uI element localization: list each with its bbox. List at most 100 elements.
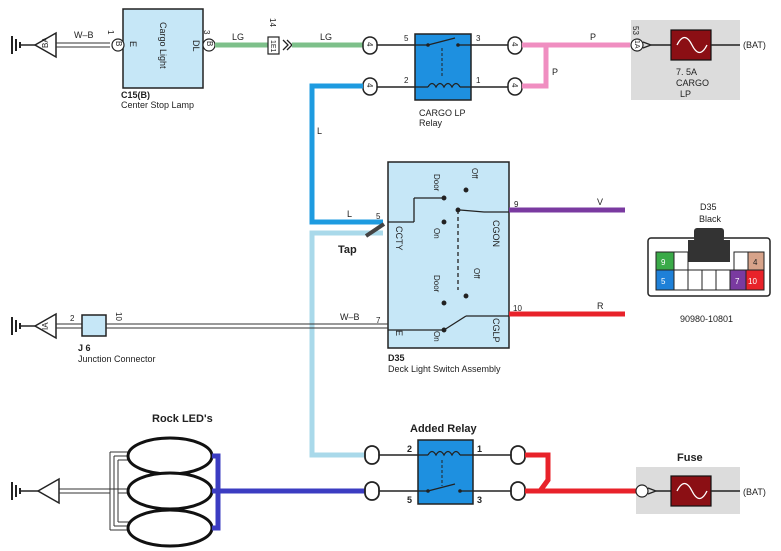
wire-wb-top-label: W–B xyxy=(74,30,94,40)
deck-pin10: 10 xyxy=(513,304,522,313)
cargo-relay-pin2: 2 xyxy=(404,76,409,85)
svg-text:4: 4 xyxy=(510,42,519,47)
added-relay-conn-right-top xyxy=(510,445,526,465)
svg-text:4: 4 xyxy=(365,42,374,47)
connector-1e1-code: 1E1 xyxy=(269,40,276,53)
cargo-fuse-rating: 7. 5A xyxy=(676,67,697,77)
svg-text:4: 4 xyxy=(365,83,374,88)
connector-4-mid-left: 4 xyxy=(362,77,378,96)
cargo-relay-pin1: 1 xyxy=(476,76,481,85)
deck-door-top: Door xyxy=(432,174,441,192)
ground-ia-label: IA xyxy=(41,322,50,330)
fuse-pin-conn: 1A xyxy=(633,40,640,49)
deck-ccty-label: CCTY xyxy=(394,226,404,251)
deck-cgon-label: CGON xyxy=(491,220,501,247)
ground-rock-icon xyxy=(11,477,60,505)
wire-lg-right-label: LG xyxy=(320,32,332,42)
added-relay-title: Added Relay xyxy=(410,423,478,435)
tap-label: Tap xyxy=(338,244,357,256)
deck-cglp-label: CGLP xyxy=(491,318,501,343)
junction-pin10: 10 xyxy=(114,312,123,321)
added-relay xyxy=(417,439,474,505)
deck-pin9: 9 xyxy=(514,200,519,209)
connector-4-mid-right: 4 xyxy=(507,77,523,96)
fuse-pin: 53 xyxy=(631,26,640,35)
wire-l-horizontal-label: L xyxy=(347,209,352,219)
connector-1e1 xyxy=(267,36,280,55)
rock-led-2 xyxy=(126,471,214,511)
cargo-relay-name: CARGO LP xyxy=(419,108,466,118)
connector-1e1-pin: 14 xyxy=(268,18,277,27)
connector-4-top-right: 4 xyxy=(507,36,523,55)
cargo-relay-pin5: 5 xyxy=(404,34,409,43)
wire-wb-mid-label: W–B xyxy=(340,312,360,322)
ground-ba-icon xyxy=(11,31,57,59)
added-relay-pin3: 3 xyxy=(477,495,482,505)
ground-ba-label: BA xyxy=(41,37,50,48)
rock-leds-title: Rock LED's xyxy=(152,413,213,425)
wire-lg-left-label: LG xyxy=(232,32,244,42)
lamp-name: Center Stop Lamp xyxy=(121,100,194,110)
added-relay-pin2: 2 xyxy=(407,444,412,454)
d35-pin-7: 7 xyxy=(735,277,740,286)
ground-ia-icon xyxy=(11,312,57,340)
d35-pin-5: 5 xyxy=(661,277,666,286)
added-relay-pin1: 1 xyxy=(477,444,482,454)
added-fuse-connector xyxy=(635,484,649,498)
cargo-relay-pin3: 3 xyxy=(476,34,481,43)
deck-off-bottom: Off xyxy=(472,268,481,279)
deck-switch-contacts xyxy=(388,187,509,333)
deck-on-top: On xyxy=(432,228,441,239)
lamp-pin1-conn: B xyxy=(114,41,123,46)
wire-v-label: V xyxy=(597,197,603,207)
fuse-connector-1a xyxy=(630,38,644,52)
deck-on-bottom: On xyxy=(432,331,441,342)
lamp-pin3-conn: B xyxy=(205,41,214,46)
d35-pin-10: 10 xyxy=(748,277,757,286)
cargo-light-label: Cargo Light xyxy=(158,22,168,69)
wire-r-label: R xyxy=(597,301,604,311)
wire-p-top-label: P xyxy=(590,32,596,42)
d35-connector-face xyxy=(647,228,771,297)
connector-4-top-left: 4 xyxy=(362,36,378,55)
added-relay-conn-right-bottom xyxy=(510,481,526,501)
deck-off-top: Off xyxy=(470,168,479,179)
deck-door-bottom: Door xyxy=(432,275,441,293)
svg-text:4: 4 xyxy=(510,83,519,88)
junction-name: Junction Connector xyxy=(78,354,156,364)
deck-switch-code: D35 xyxy=(388,353,405,363)
junction-pin2: 2 xyxy=(70,314,75,323)
deck-e-label: E xyxy=(394,330,404,336)
rock-led-1 xyxy=(126,436,214,476)
cargo-fuse-line2: LP xyxy=(680,89,691,99)
added-fuse-title: Fuse xyxy=(677,452,703,464)
cargo-lp-relay xyxy=(414,33,472,101)
lamp-pin3: 3 xyxy=(202,30,211,35)
added-relay-pin5: 5 xyxy=(407,495,412,505)
rock-led-wires xyxy=(59,451,130,531)
added-relay-conn-left-top xyxy=(364,445,380,465)
junction-connector xyxy=(81,314,107,337)
deck-switch-name: Deck Light Switch Assembly xyxy=(388,364,501,374)
added-relay-conn-left-bottom xyxy=(364,481,380,501)
lamp-code: C15(B) xyxy=(121,90,150,100)
junction-code: J 6 xyxy=(78,343,91,353)
lamp-pin-dl: DL xyxy=(191,40,201,52)
d35-connector-color: Black xyxy=(699,214,722,224)
cargo-relay-sub: Relay xyxy=(419,118,443,128)
lamp-pin-e: E xyxy=(128,41,138,47)
d35-part-number: 90980-10801 xyxy=(680,314,733,324)
lamp-connector-left xyxy=(111,38,125,52)
deck-light-switch-box xyxy=(387,161,510,349)
d35-connector-code: D35 xyxy=(700,202,717,212)
deck-pin5: 5 xyxy=(376,212,381,221)
d35-pin-4: 4 xyxy=(753,258,758,267)
lamp-pin1: 1 xyxy=(106,30,115,35)
wire-l-vertical-label: L xyxy=(317,126,322,136)
deck-pin7: 7 xyxy=(376,316,381,325)
wire-p-side-label: P xyxy=(552,67,558,77)
d35-pin-9: 9 xyxy=(661,258,666,267)
cargo-fuse-line1: CARGO xyxy=(676,78,709,88)
rock-led-3 xyxy=(126,508,214,548)
